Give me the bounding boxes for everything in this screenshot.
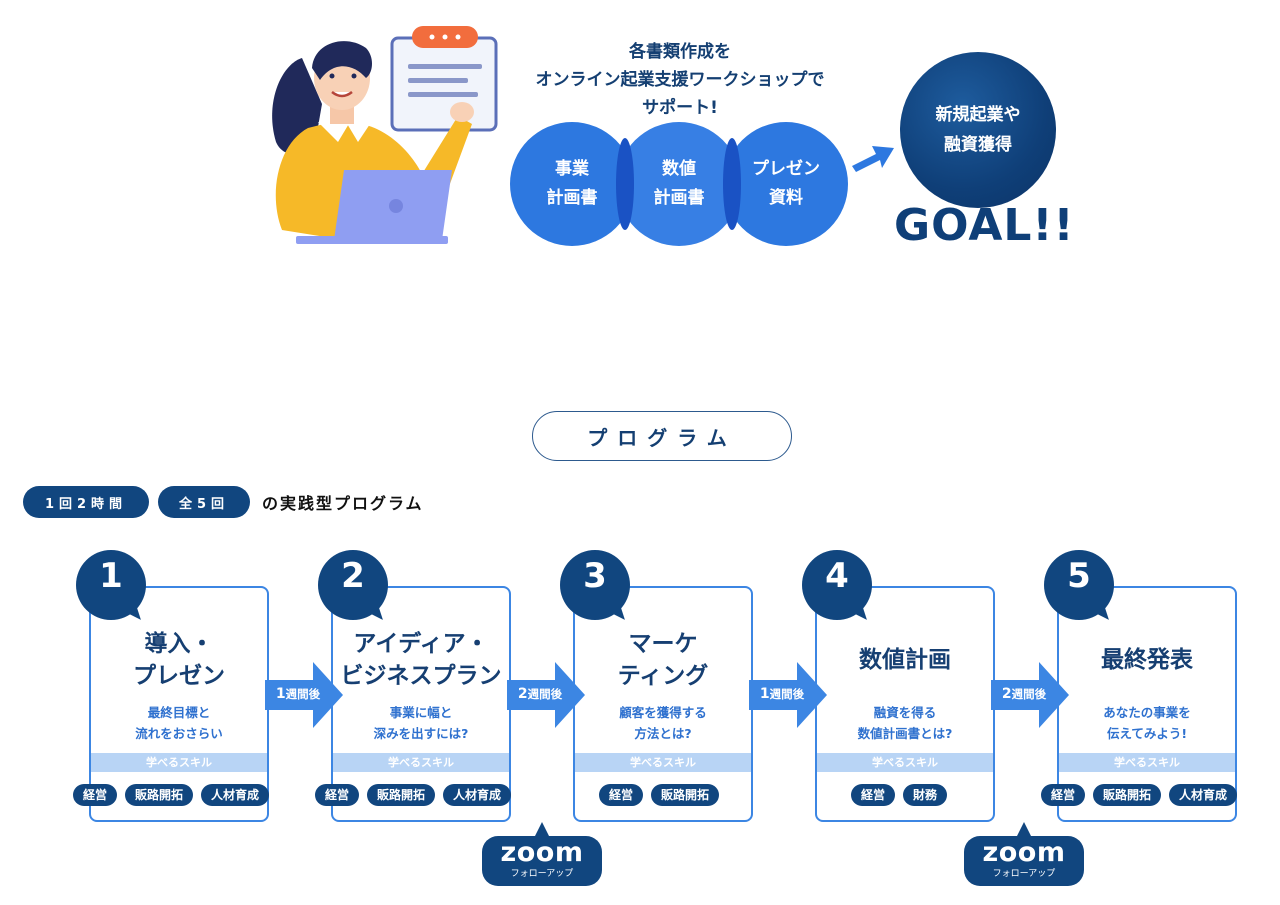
interval-number: 2 (1001, 686, 1012, 702)
step-number: 1 (99, 556, 123, 596)
badge-session-count: 全5回 (158, 486, 250, 518)
goal-circle: 新規起業や 融資獲得 (900, 52, 1056, 208)
step-number-badge: 2 (318, 550, 390, 628)
program-subtitle: の実践型プログラム (262, 494, 424, 513)
goal-text: GOAL!! (894, 200, 1075, 251)
skills-label: 学べるスキル (91, 753, 267, 772)
skill-chip: 経営 (599, 784, 644, 806)
skill-chip: 人材育成 (201, 784, 270, 806)
interval-arrow-2: 2週間後 (507, 662, 585, 728)
interval-arrow-3: 1週間後 (749, 662, 827, 728)
interval-number: 2 (517, 686, 528, 702)
circle-business-plan: 事業 計画書 (510, 122, 634, 246)
skill-chip: 財務 (903, 784, 948, 806)
program-card-1: 導入・ プレゼン 最終目標と 流れをおさらい 学べるスキル 経営 販路開拓 人材… (73, 586, 270, 822)
card-description: 融資を得る 数値計画書とは? (857, 705, 953, 741)
interval-unit: 週間後 (527, 687, 563, 701)
step-number-badge: 5 (1044, 550, 1116, 628)
step-number: 2 (341, 556, 365, 596)
program-heading: プログラム (532, 411, 792, 461)
badge-session-length: 1回2時間 (23, 486, 149, 518)
woman-laptop-illustration (272, 26, 498, 244)
card-description: 最終目標と 流れをおさらい (135, 705, 223, 741)
arrow-right-icon (852, 146, 894, 172)
card-title: 数値計画 (859, 647, 951, 673)
skill-chip: 経営 (73, 784, 118, 806)
card-title: アイディア・ ビジネスプラン (340, 631, 502, 689)
skill-chip: 経営 (315, 784, 360, 806)
skill-chip: 販路開拓 (367, 784, 436, 806)
skill-chip: 販路開拓 (651, 784, 720, 806)
step-number: 3 (583, 556, 607, 596)
skill-chip: 人材育成 (1169, 784, 1238, 806)
zoom-followup-label: フォローアップ (510, 869, 574, 879)
skill-chip: 販路開拓 (125, 784, 194, 806)
hero-caption: 各書類作成を オンライン起業支援ワークショップで サポート! (535, 42, 825, 118)
interval-unit: 週間後 (769, 687, 805, 701)
program-card-5: 最終発表 あなたの事業を 伝えてみよう! 学べるスキル 経営 販路開拓 人材育成 (1041, 586, 1238, 822)
zoom-followup-badge: zoom フォローアップ (964, 822, 1084, 886)
interval-unit: 週間後 (1011, 687, 1047, 701)
zoom-followup-label: フォローアップ (992, 869, 1056, 879)
card-description: 事業に幅と 深みを出すには? (373, 705, 469, 741)
step-number-badge: 4 (802, 550, 874, 628)
circle-overlap (616, 138, 634, 230)
zoom-logo: zoom (982, 837, 1066, 868)
interval-arrow-1: 1週間後 (265, 662, 343, 728)
skill-chip: 販路開拓 (1093, 784, 1162, 806)
circle-overlap (723, 138, 741, 230)
interval-unit: 週間後 (285, 687, 321, 701)
card-title: マーケ ティング (617, 631, 709, 689)
skill-chip: 人材育成 (443, 784, 512, 806)
interval-arrow-4: 2週間後 (991, 662, 1069, 728)
skills-label: 学べるスキル (1059, 753, 1235, 772)
zoom-followup-badge: zoom フォローアップ (482, 822, 602, 886)
circle-numerical-plan: 数値 計画書 (617, 122, 741, 246)
zoom-logo: zoom (500, 837, 584, 868)
step-number-badge: 1 (76, 550, 148, 628)
program-card-3: マーケ ティング 顧客を獲得する 方法とは? 学べるスキル 経営 販路開拓 (573, 586, 753, 822)
card-title: 最終発表 (1101, 647, 1193, 673)
card-title: 導入・ プレゼン (133, 631, 225, 689)
step-number-badge: 3 (560, 550, 632, 628)
interval-number: 1 (275, 686, 286, 702)
card-description: あなたの事業を 伝えてみよう! (1103, 705, 1191, 741)
skill-chip: 経営 (851, 784, 896, 806)
skills-label: 学べるスキル (575, 753, 751, 772)
program-card-4: 数値計画 融資を得る 数値計画書とは? 学べるスキル 経営 財務 (815, 586, 995, 822)
step-number: 5 (1067, 556, 1091, 596)
skill-chip: 経営 (1041, 784, 1086, 806)
card-description: 顧客を獲得する 方法とは? (619, 705, 707, 741)
program-card-2: アイディア・ ビジネスプラン 事業に幅と 深みを出すには? 学べるスキル 経営 … (315, 586, 512, 822)
circle-presentation-material: プレゼン 資料 (724, 122, 848, 246)
step-number: 4 (825, 556, 849, 596)
skills-label: 学べるスキル (817, 753, 993, 772)
skills-label: 学べるスキル (333, 753, 509, 772)
interval-number: 1 (759, 686, 770, 702)
